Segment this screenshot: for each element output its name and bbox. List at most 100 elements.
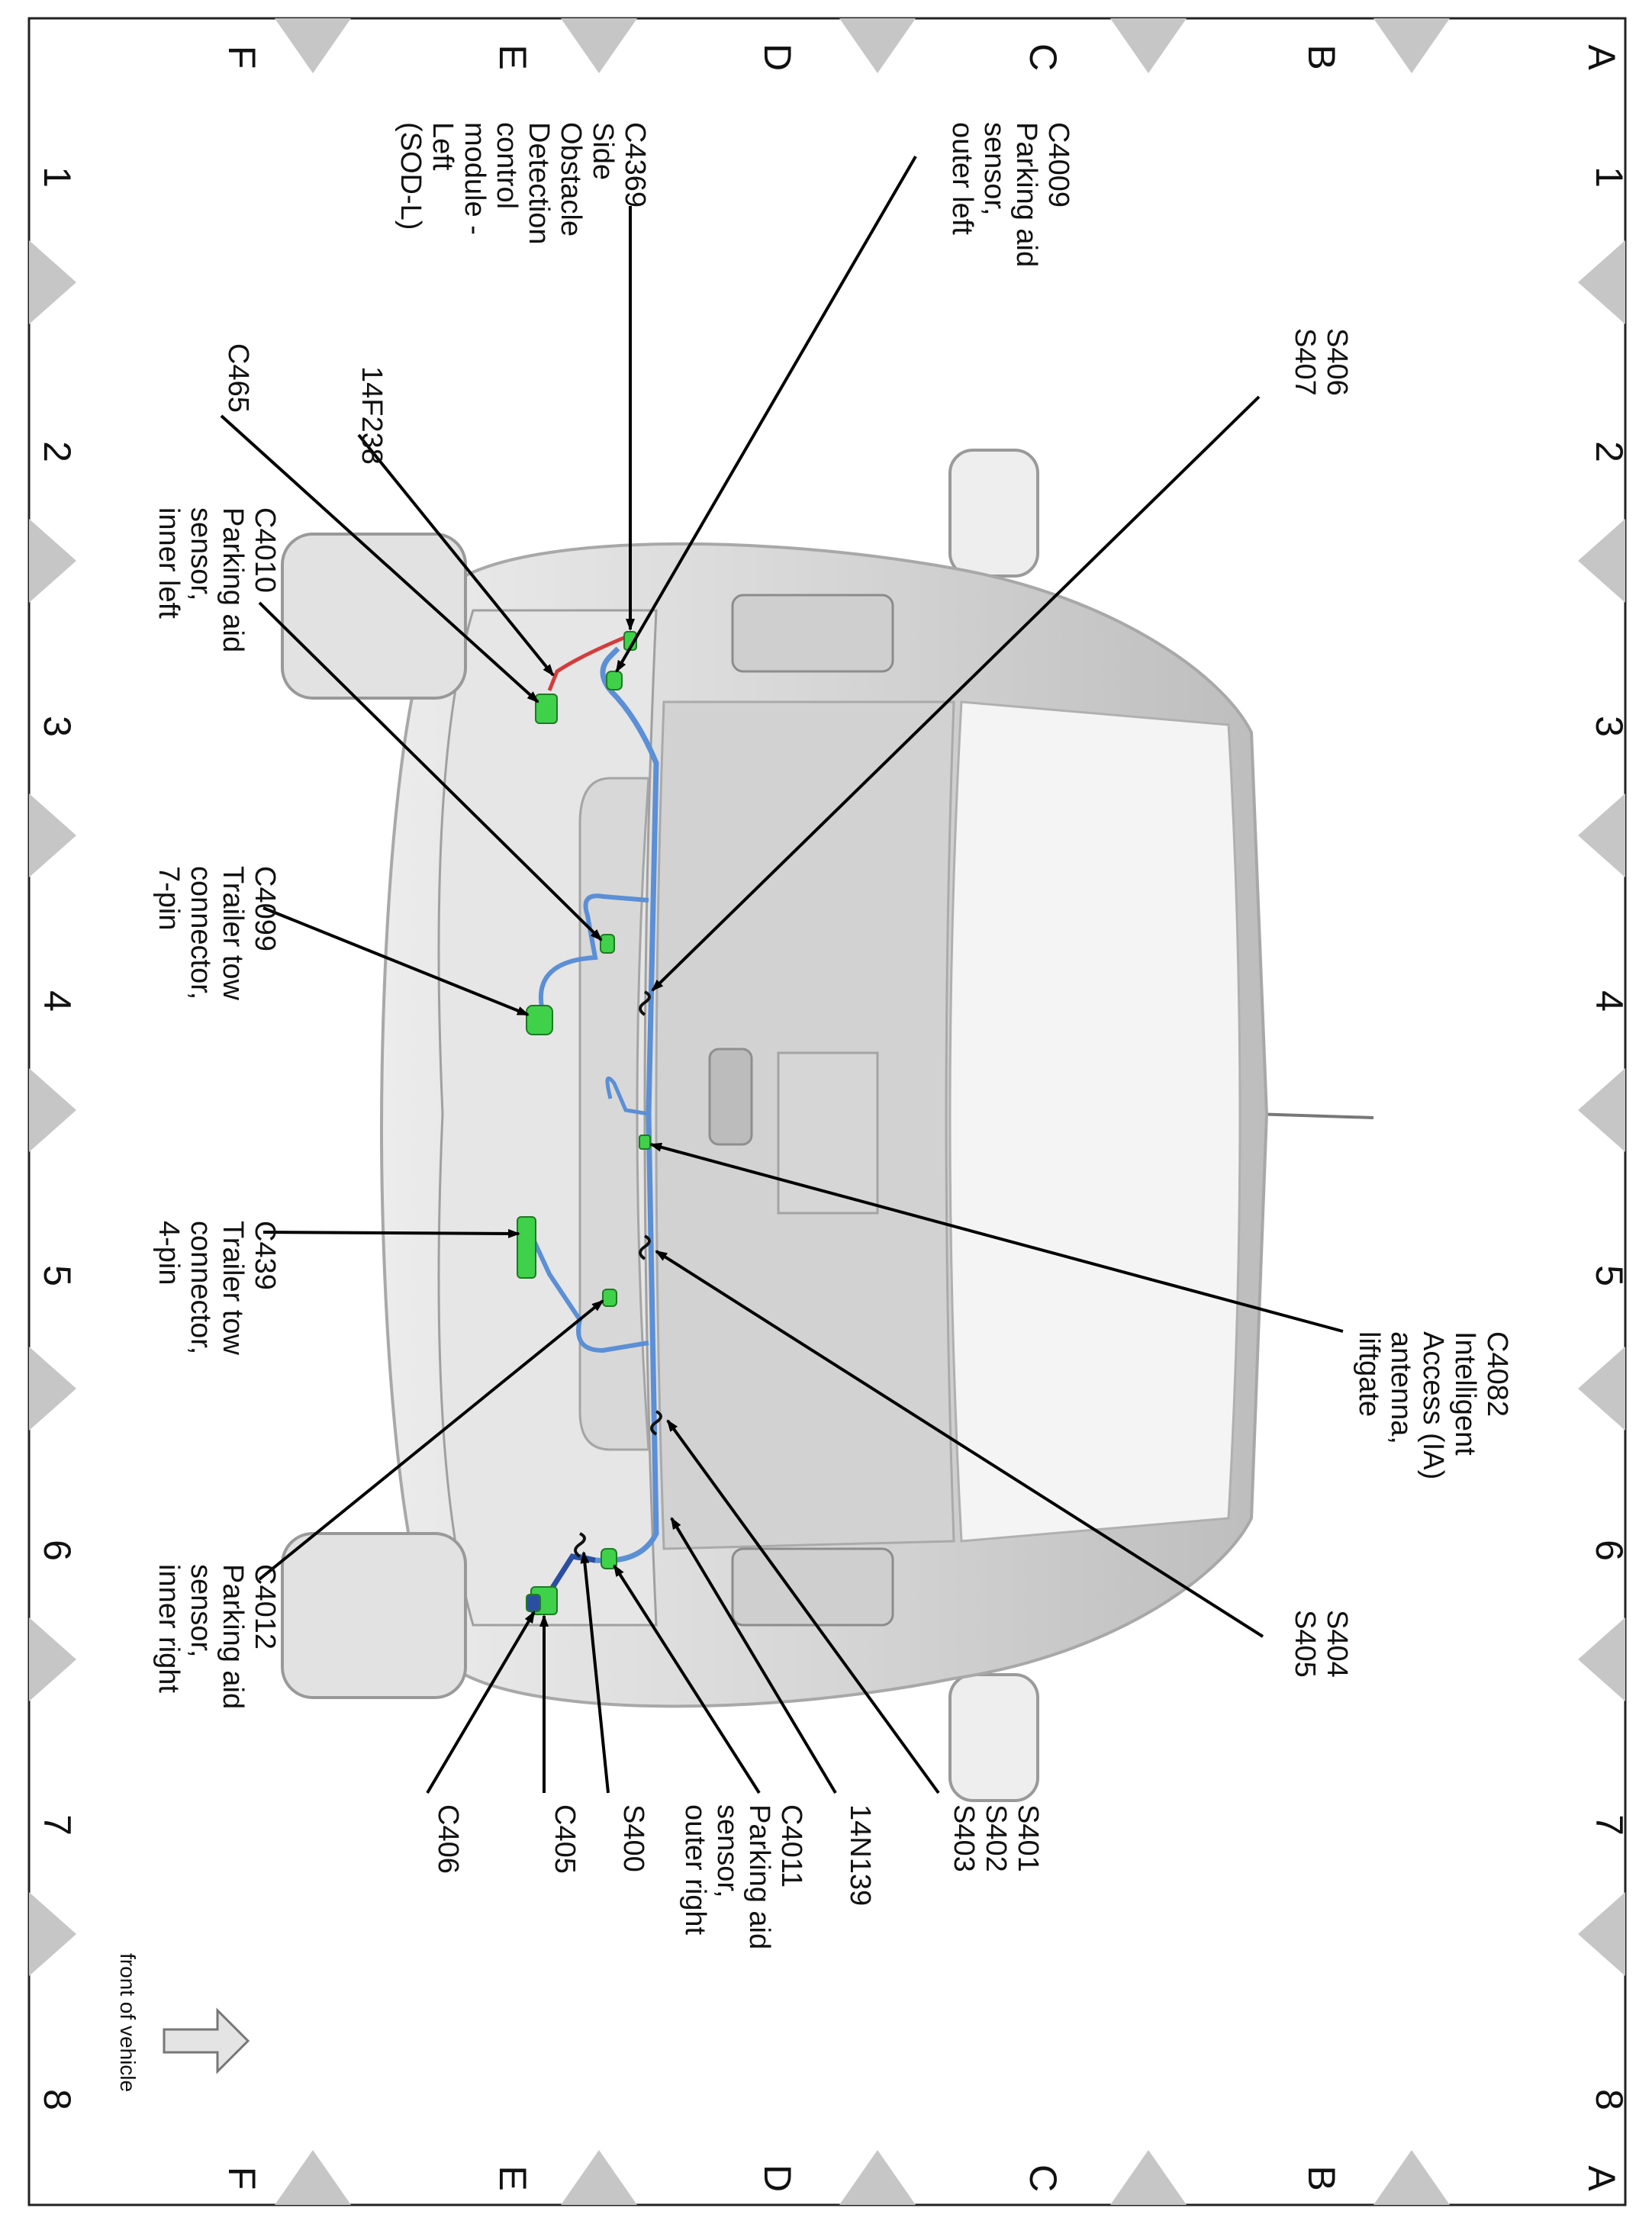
label-line: Obstacle xyxy=(555,122,587,237)
label-c4099: C4099 Trailer tow connector, 7-pin xyxy=(153,866,281,1001)
bumper-step xyxy=(578,777,650,1451)
tire-right xyxy=(281,1532,467,1699)
leader-c4099 xyxy=(262,906,530,1016)
label-line: Parking aid xyxy=(217,1564,249,1709)
orientation-note: front of vehicle xyxy=(116,1953,140,2092)
row-label: D xyxy=(756,2164,799,2192)
liftgate-glass xyxy=(948,700,1241,1543)
harness-branch-liftgate xyxy=(605,1076,649,1116)
label-line: Trailer tow xyxy=(217,866,249,1001)
connector-c4082 xyxy=(639,1135,651,1150)
label-s404: S404 S405 xyxy=(1289,1610,1353,1678)
connector-c4009 xyxy=(606,671,623,690)
column-label: 2 xyxy=(36,441,79,462)
taillamp-left xyxy=(731,594,894,673)
label-line: C4099 xyxy=(249,866,281,951)
harness-branch-trailer xyxy=(538,893,649,1008)
front-arrow-icon xyxy=(163,2007,250,2074)
leader-s401 xyxy=(666,1419,940,1794)
grid-markers xyxy=(29,18,1625,2205)
connector-c4010 xyxy=(600,934,615,954)
row-label: B xyxy=(1300,2165,1343,2190)
label-line: 4-pin xyxy=(153,1221,185,1286)
label-c406: C406 xyxy=(432,1804,464,1874)
label-c4011: C4011 Parking aid sensor, outer right xyxy=(679,1804,807,1949)
row-label: E xyxy=(491,2165,534,2190)
leader-c4082 xyxy=(649,1142,1344,1333)
label-line: S400 xyxy=(617,1804,649,1872)
label-s406: S406 S407 xyxy=(1289,328,1353,396)
label-line: antenna, xyxy=(1385,1331,1417,1444)
label-line: S402 xyxy=(980,1804,1012,1872)
column-label: 8 xyxy=(36,2089,79,2110)
label-line: sensor, xyxy=(185,507,217,601)
label-line: 7-pin xyxy=(153,866,185,931)
label-line: outer left xyxy=(946,122,978,235)
column-label: 3 xyxy=(36,716,79,737)
label-s401: S401 S402 S403 xyxy=(948,1804,1044,1872)
label-line: (SOD-L) xyxy=(394,122,427,230)
label-s400: S400 xyxy=(617,1804,649,1872)
label-line: Trailer tow xyxy=(217,1221,249,1356)
label-c4369: C4369 Side Obstacle Detection control mo… xyxy=(394,122,651,245)
connector-c465 xyxy=(535,694,558,724)
row-label: D xyxy=(756,43,799,71)
row-label: E xyxy=(491,44,534,69)
label-line: Side xyxy=(587,122,619,180)
leader-14n139 xyxy=(670,1517,837,1794)
label-line: S405 xyxy=(1289,1610,1321,1678)
label-line: S404 xyxy=(1321,1610,1353,1678)
splice-s406 xyxy=(639,990,651,1016)
connector-c406 xyxy=(526,1594,541,1612)
leader-c406 xyxy=(426,1611,536,1794)
label-c4082: C4082 Intelligent Access (IA) antenna, l… xyxy=(1353,1331,1513,1479)
label-line: liftgate xyxy=(1353,1331,1385,1417)
label-line: sensor, xyxy=(185,1564,217,1658)
column-label: 6 xyxy=(36,1540,79,1561)
label-line: C4009 xyxy=(1042,122,1074,208)
harness-red-branch xyxy=(547,635,626,691)
column-label: 5 xyxy=(36,1265,79,1286)
label-line: C4011 xyxy=(775,1804,807,1888)
splice-s404 xyxy=(639,1234,651,1260)
column-label: 1 xyxy=(1588,166,1631,188)
label-line: Parking aid xyxy=(217,507,249,652)
label-c4012: C4012 Parking aid sensor, inner right xyxy=(153,1564,281,1709)
label-line: Detection xyxy=(523,122,555,245)
connector-c4099 xyxy=(526,1005,553,1035)
column-label: 4 xyxy=(36,990,79,1012)
column-labels-left: 1 2 3 4 5 6 7 8 xyxy=(36,166,79,2110)
label-line: S406 xyxy=(1321,328,1353,396)
leader-c4011 xyxy=(613,1564,761,1794)
row-label: F xyxy=(221,2167,263,2190)
taillamp-right xyxy=(731,1547,894,1627)
splice-s400 xyxy=(574,1532,586,1558)
label-line: 14F238 xyxy=(356,366,388,465)
orientation-indicator: front of vehicle xyxy=(116,1953,250,2092)
connector-c439 xyxy=(517,1216,536,1279)
row-label: A xyxy=(1580,2165,1623,2191)
leader-s404 xyxy=(655,1250,1264,1638)
label-line: Intelligent xyxy=(1449,1331,1481,1456)
row-label: C xyxy=(1022,2164,1064,2192)
column-label: 7 xyxy=(1588,1814,1631,1836)
label-line: Left xyxy=(427,122,459,171)
label-line: outer right xyxy=(679,1804,711,1936)
liftgate-handle xyxy=(708,1048,753,1146)
leader-c4009 xyxy=(615,155,917,673)
row-label: A xyxy=(1580,44,1623,70)
column-label: 5 xyxy=(1588,1265,1631,1286)
vehicle-rear-illustration xyxy=(281,449,1374,1802)
column-label: 2 xyxy=(1588,441,1631,462)
label-line: module - xyxy=(459,122,491,235)
leader-s400 xyxy=(580,1551,610,1794)
leader-c4010 xyxy=(258,601,603,941)
label-line: connector, xyxy=(185,866,217,999)
row-label: F xyxy=(221,46,263,69)
splice-s401 xyxy=(650,1410,662,1436)
leader-c4012 xyxy=(258,1299,604,1581)
column-label: 7 xyxy=(36,1814,79,1836)
leader-s406 xyxy=(651,395,1261,992)
label-line: control xyxy=(491,122,523,209)
connector-c4011 xyxy=(601,1548,617,1569)
